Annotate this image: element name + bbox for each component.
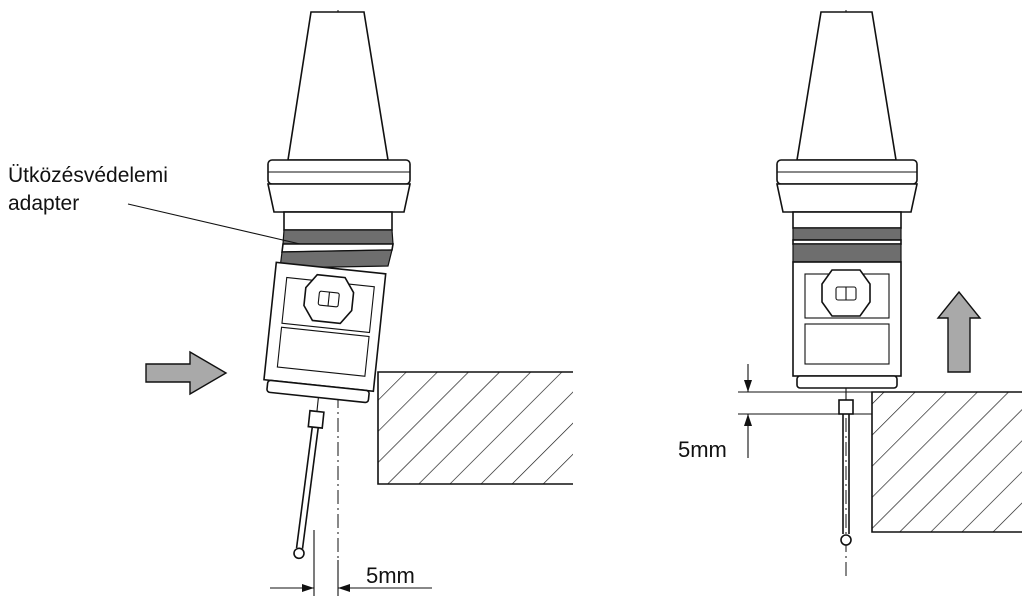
right-probe-holder xyxy=(776,11,918,229)
right-probe-body xyxy=(792,261,902,546)
up-arrow-icon xyxy=(936,290,982,373)
right-dimension-label: 5mm xyxy=(678,437,727,462)
left-dimension-label: 5mm xyxy=(366,563,415,588)
left-workpiece xyxy=(377,371,573,485)
left-probe-holder xyxy=(267,11,411,231)
right-collision-adapter xyxy=(792,227,902,263)
right-workpiece xyxy=(871,391,1022,533)
right-dimension xyxy=(738,364,872,458)
adapter-leader-line xyxy=(127,203,301,245)
left-figure: Ütközésvédelemi adapter 5mm xyxy=(8,10,573,596)
right-figure: 5mm xyxy=(678,10,1022,580)
left-probe-body xyxy=(263,261,387,560)
left-dimension xyxy=(270,530,432,596)
collision-adapter xyxy=(279,229,394,269)
adapter-label-line2: adapter xyxy=(8,192,79,215)
right-arrow-icon xyxy=(145,350,228,396)
adapter-label-line1: Ütközésvédelemi xyxy=(8,164,168,187)
